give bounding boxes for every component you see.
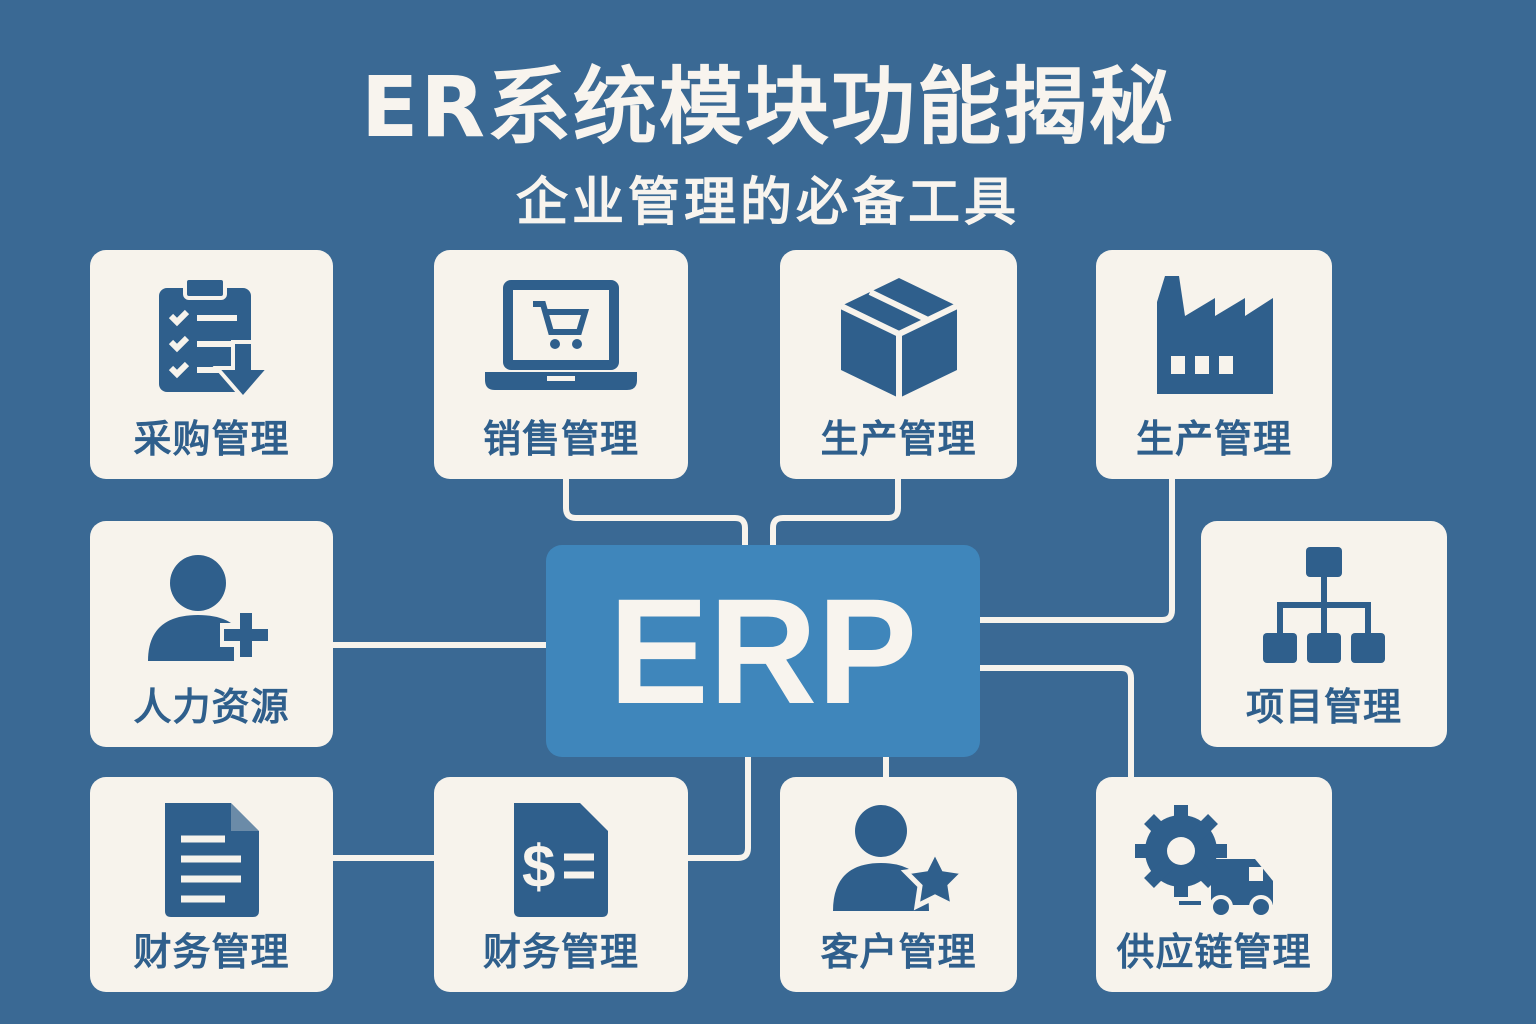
page-subtitle: 企业管理的必备工具 [515,173,1020,233]
org-chart-icon [1263,547,1385,663]
module-label: 生产管理 [820,417,977,461]
module-label: 采购管理 [133,417,290,461]
connector-finance-2 [688,757,751,861]
laptop-cart-icon [485,280,637,390]
connector-sales [563,479,748,545]
module-label: 供应链管理 [1116,930,1312,974]
module-project: 项目管理 [1201,521,1447,747]
module-finance-1: 财务管理 [90,777,333,992]
module-production: 生产管理 [780,250,1017,479]
connector-supply-chain [980,665,1134,777]
svg-text:$: $ [522,833,555,900]
module-label: 人力资源 [133,685,290,729]
invoice-dollar-icon: $ [514,803,608,917]
module-procurement: 采购管理 [90,250,333,479]
page-title: ER系统模块功能揭秘 [360,58,1176,156]
module-label: 销售管理 [482,417,639,461]
connector-production-2 [980,479,1175,623]
user-star-icon [832,805,969,911]
module-label: 财务管理 [133,930,290,974]
module-label: 客户管理 [820,930,977,974]
module-sales: 销售管理 [434,250,688,479]
document-icon [164,803,259,917]
gear-truck-icon [1135,805,1273,919]
module-production-factory: 生产管理 [1096,250,1332,479]
module-label: 生产管理 [1135,417,1292,461]
module-supply-chain: 供应链管理 [1096,777,1332,992]
clipboard-download-icon [158,276,273,402]
module-finance-2: $ 财务管理 [434,777,688,992]
factory-icon [1157,276,1273,394]
erp-center: ERP [546,545,980,757]
connector-production-1 [770,479,901,545]
module-hr: 人力资源 [90,521,333,747]
module-label: 项目管理 [1245,685,1402,729]
module-customer: 客户管理 [780,777,1017,992]
box-icon [839,278,958,398]
user-add-icon [147,555,272,661]
module-label: 财务管理 [482,930,639,974]
